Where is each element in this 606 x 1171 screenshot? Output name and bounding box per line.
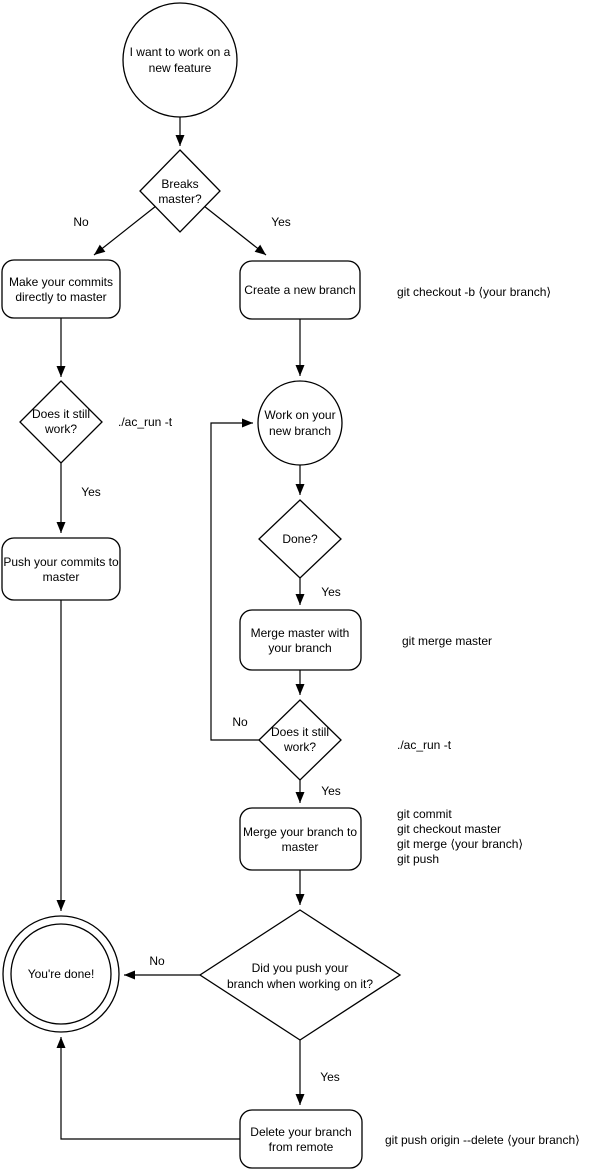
edge-delete-remote-to-done [56,1037,240,1140]
breaks-master-label: Breaks [161,177,198,191]
nodes: I want to work on a new feature Breaks m… [1,2,402,1169]
did-push-decision [198,909,402,1041]
edge-label-did-push-yes: Yes [320,1070,340,1084]
edge-still-work-mid-no-loop [210,418,259,741]
still-work-left-label: Does it still [32,407,90,421]
start-node-label: I want to work on a [130,45,231,59]
delete-remote-label: Delete your branch [250,1125,351,1139]
edge-label-breaks-yes: Yes [271,215,291,229]
annotation-merge-master-cmd: git merge master [402,634,492,648]
work-branch-node [257,380,343,466]
edge-label-breaks-no: No [73,215,89,229]
merge-branch-node [239,807,362,871]
done-q-decision [258,499,342,579]
annotation-merge-branch-cmd: git push [397,852,439,866]
work-branch-label: new branch [269,424,331,438]
make-commits-label: Make your commits [9,275,113,289]
edges [56,117,305,1140]
still-work-left-label: work? [44,422,77,436]
annotation-test-left: ./ac_run -t [118,415,173,429]
annotation-merge-branch-cmd: git checkout master [397,822,501,836]
push-commits-node [1,537,121,601]
annotations: git checkout -b ⟨your branch⟩ ./ac_run -… [118,285,580,1147]
still-work-mid-decision [258,699,342,781]
create-branch-label: Create a new branch [244,283,355,297]
annotation-merge-branch-cmd: git commit [397,807,452,821]
merge-master-label: Merge master with [251,626,350,640]
still-work-mid-label: work? [283,740,316,754]
merge-branch-label: master [282,840,319,854]
did-push-label: branch when working on it? [227,977,373,991]
push-commits-label: Push your commits to [3,555,119,569]
did-push-label: Did you push your [252,961,349,975]
youre-done-label: You're done! [28,967,95,981]
edge-label-still-mid-yes: Yes [321,784,341,798]
work-branch-label: Work on your [264,408,335,422]
make-commits-label: directly to master [15,290,106,304]
breaks-master-decision [139,149,221,233]
edge-label-still-mid-no: No [232,715,248,729]
edge-label-still-left-yes: Yes [81,485,101,499]
edge-labels: No Yes Yes Yes No Yes No Yes [73,215,340,1084]
delete-remote-node [239,1109,363,1169]
annotation-test-mid: ./ac_run -t [397,738,452,752]
annotation-delete-cmd: git push origin --delete ⟨your branch⟩ [385,1133,580,1147]
make-commits-node [1,259,121,319]
merge-branch-label: Merge your branch to [243,825,357,839]
breaks-master-label: master? [158,192,202,206]
annotation-merge-branch-cmd: git merge ⟨your branch⟩ [397,837,523,851]
create-branch-node [239,260,361,320]
still-work-left-decision [19,380,103,464]
edge-label-done-yes: Yes [321,585,341,599]
push-commits-label: master [43,570,80,584]
youre-done-node-inner [10,923,112,1025]
start-node-label: new feature [149,61,212,75]
start-node [122,2,238,118]
merge-master-node [239,609,362,671]
done-q-label: Done? [282,532,318,546]
edge-breaks-master-no [93,205,157,256]
edge-label-did-push-no: No [149,954,165,968]
annotation-create-branch-cmd: git checkout -b ⟨your branch⟩ [397,285,551,299]
delete-remote-label: from remote [269,1140,334,1154]
edge-breaks-master-yes [203,205,267,256]
still-work-mid-label: Does it still [271,725,329,739]
merge-master-label: your branch [268,641,331,655]
